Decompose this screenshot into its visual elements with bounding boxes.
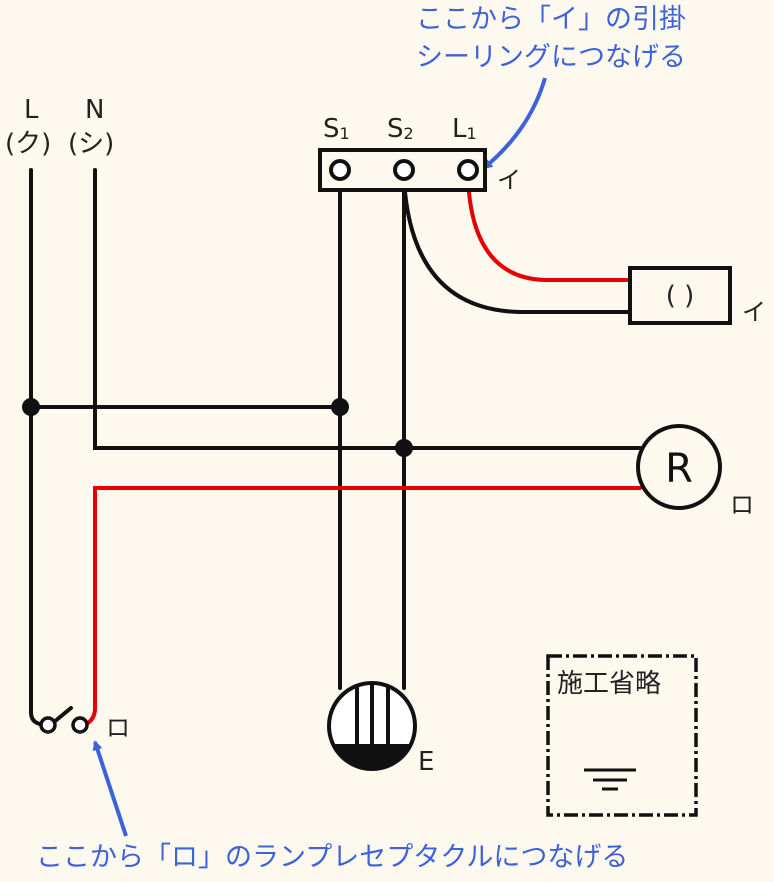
- outlet-symbol: [327, 681, 417, 771]
- bottom-annotation-arrow: [92, 740, 128, 837]
- terminal-labels: S1 S2 L1: [323, 114, 477, 144]
- wire-red-L1-ceiling: [466, 176, 632, 282]
- omitted-box: [546, 654, 698, 817]
- receptacle-text: R: [665, 446, 693, 492]
- junction-dot-N: [395, 439, 413, 457]
- ceiling-box-text: ( ): [666, 281, 695, 311]
- wire-S2-ceiling: [402, 178, 632, 314]
- terminal-s2-label: S2: [387, 114, 414, 144]
- switch-lever: [52, 706, 73, 724]
- top-annotation-line1: ここから「イ」の引掛: [416, 4, 686, 35]
- receptacle-circle: [636, 424, 722, 510]
- omitted-box-label: 施工省略: [557, 669, 661, 699]
- terminal-block-tag: イ: [497, 166, 521, 194]
- wire-N: [93, 168, 642, 450]
- bottom-annotation: ここから「ロ」のランプレセプタクルにつなげる: [36, 842, 628, 873]
- terminal-s1-label: S1: [323, 114, 350, 144]
- terminal-l1: [457, 159, 479, 181]
- source-N-sub: (シ): [68, 129, 114, 159]
- switch-contact-left: [39, 716, 57, 734]
- wire-L: [29, 168, 42, 726]
- source-L-label: L: [24, 95, 39, 125]
- terminal-s1: [329, 159, 351, 181]
- junction-dot-L: [22, 398, 40, 416]
- junction-dot-S1: [331, 398, 349, 416]
- receptacle-tag: ロ: [730, 491, 754, 519]
- ceiling-box: [628, 266, 732, 325]
- source-N-label: N: [85, 95, 104, 125]
- terminal-s2: [393, 159, 415, 181]
- ceiling-box-tag: イ: [742, 298, 766, 326]
- top-annotation-line2: シーリングにつなげる: [416, 42, 686, 73]
- switch-tag: ロ: [106, 714, 130, 742]
- source-L-sub: (ク): [5, 129, 51, 159]
- top-annotation-arrow: [482, 77, 547, 170]
- ground-icon: [584, 768, 636, 791]
- outlet-tag: E: [418, 747, 434, 777]
- terminal-l1-label: L1: [452, 114, 477, 144]
- switch-contact-right: [71, 716, 89, 734]
